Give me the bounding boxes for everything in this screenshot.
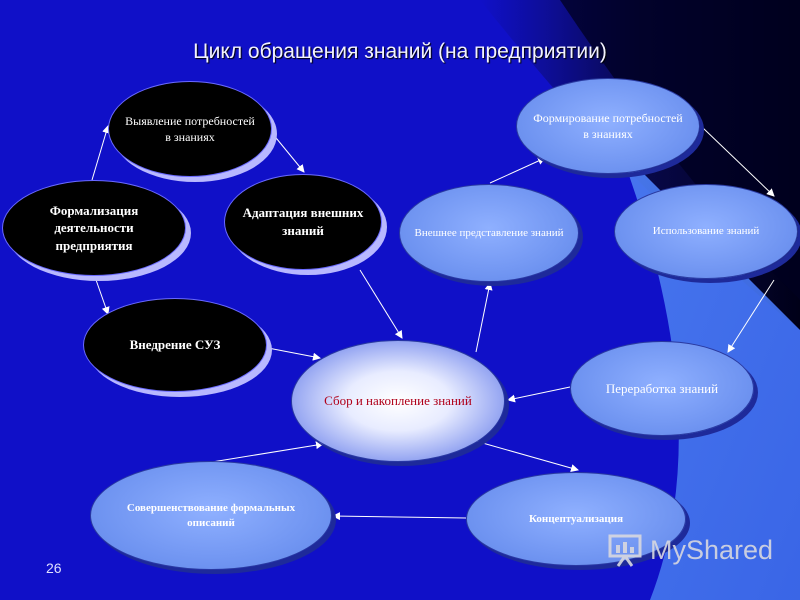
- node-process-label: Переработка знаний: [605, 380, 719, 396]
- arrow-conceptualize-to-improve: [332, 512, 467, 521]
- node-improve: Совершенствование формальных описаний: [90, 461, 332, 570]
- arrow-form-to-use: [702, 127, 775, 197]
- arrow-implement-to-collect: [267, 347, 321, 361]
- node-adapt: Адаптация внешних знаний: [224, 174, 382, 270]
- node-collect: Сбор и накопление знаний: [291, 340, 505, 462]
- arrow-formalize-to-identify: [91, 125, 110, 181]
- arrow-external-to-form: [489, 157, 546, 184]
- node-process: Переработка знаний: [570, 341, 754, 436]
- node-external-label: Внешнее представление знаний: [414, 226, 564, 239]
- node-form-needs-label: Формирование потребностей в знаниях: [533, 110, 683, 141]
- node-external: Внешнее представление знаний: [399, 184, 579, 282]
- node-form-needs: Формирование потребностей в знаниях: [516, 78, 700, 174]
- page-number: 26: [46, 560, 62, 576]
- node-implement: Внедрение СУЗ: [83, 298, 267, 392]
- node-identify-needs-label: Выявление потребностей в знаниях: [125, 113, 255, 144]
- node-adapt-label: Адаптация внешних знаний: [242, 205, 364, 238]
- node-formalize-label: Формализация деятельности предприятия: [49, 202, 139, 253]
- arrow-collect-to-external: [475, 282, 493, 353]
- node-formalize: Формализация деятельности предприятия: [2, 180, 186, 276]
- node-use-label: Использование знаний: [652, 225, 760, 238]
- node-collect-label: Сбор и накопление знаний: [324, 393, 472, 409]
- arrow-collect-to-conceptualize: [471, 439, 579, 472]
- arrow-adapt-to-collect: [359, 269, 403, 339]
- node-identify-needs: Выявление потребностей в знаниях: [108, 81, 272, 177]
- watermark-text: MyShared: [650, 534, 774, 565]
- slide-title: Цикл обращения знаний (на предприятии): [193, 40, 607, 63]
- node-implement-label: Внедрение СУЗ: [129, 337, 221, 353]
- node-conceptualize: Концептуализация: [466, 472, 686, 566]
- presentation-board-icon: [608, 534, 642, 567]
- arrow-use-to-process: [727, 279, 775, 353]
- watermark: MyShared: [608, 533, 773, 567]
- arrow-process-to-collect: [507, 386, 571, 403]
- arrow-improve-to-collect: [211, 441, 324, 463]
- arrow-identify-to-adapt: [271, 132, 305, 173]
- arrow-formalize-to-implement: [94, 276, 110, 315]
- node-conceptualize-label: Концептуализация: [528, 512, 624, 525]
- node-use: Использование знаний: [614, 184, 798, 279]
- node-improve-label: Совершенствование формальных описаний: [126, 501, 296, 529]
